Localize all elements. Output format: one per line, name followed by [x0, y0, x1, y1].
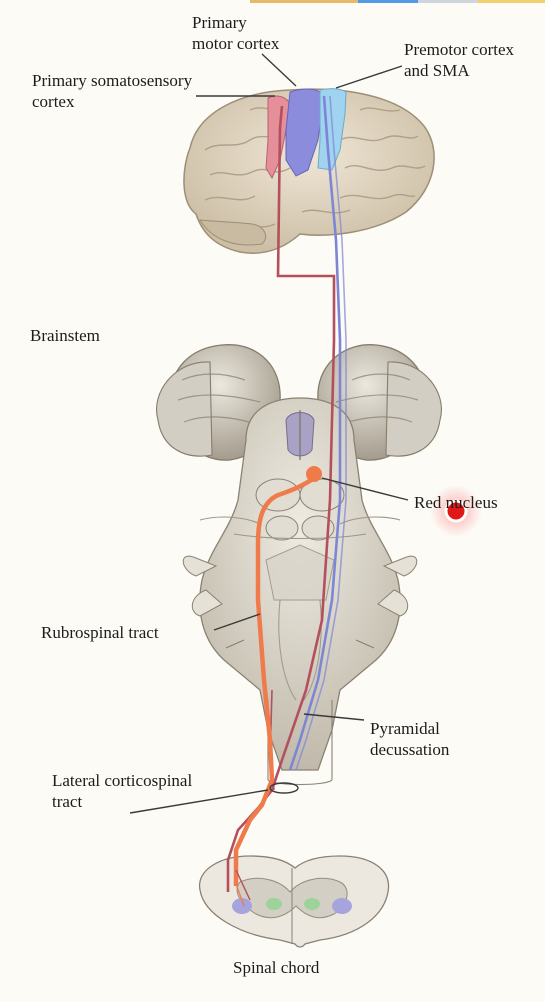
label-primary-motor-cortex: Primary motor cortex [192, 12, 279, 54]
corticospinal-tract-blue [288, 95, 347, 771]
brainstem [156, 344, 442, 785]
label-premotor-line2: and SMA [404, 61, 470, 80]
label-pyramidal-decussation: Pyramidal decussation [370, 718, 449, 760]
label-somatosensory-cortex: Primary somatosensory cortex [32, 70, 192, 112]
pointer-highlight [430, 485, 482, 537]
label-primary-motor-line1: Primary [192, 13, 247, 32]
label-red-nucleus: Red nucleus [414, 493, 498, 512]
label-premotor-cortex: Premotor cortex and SMA [404, 39, 514, 81]
label-brainstem: Brainstem [30, 326, 100, 345]
label-somatosensory-line1: Primary somatosensory [32, 71, 193, 90]
brain [183, 88, 435, 254]
label-spinal-cord: Spinal chord [233, 958, 320, 977]
label-somatosensory-line2: cortex [32, 92, 75, 111]
spinal-connections [227, 860, 251, 907]
label-lateral-line2: tract [52, 792, 83, 811]
label-premotor-line1: Premotor cortex [404, 40, 514, 59]
motor-cortex [285, 88, 323, 177]
label-rubrospinal-tract: Rubrospinal tract [41, 623, 159, 642]
label-lateral-line1: Lateral corticospinal [52, 771, 193, 790]
label-pyramidal-line1: Pyramidal [370, 719, 440, 738]
label-primary-motor-line2: motor cortex [192, 34, 280, 53]
rubrospinal-tract [233, 466, 322, 886]
spinal-cord-section [199, 855, 390, 948]
leader-lines [129, 53, 409, 814]
label-lateral-corticospinal-tract: Lateral corticospinal tract [52, 770, 192, 812]
label-pyramidal-line2: decussation [370, 740, 450, 759]
top-strip [250, 0, 545, 3]
